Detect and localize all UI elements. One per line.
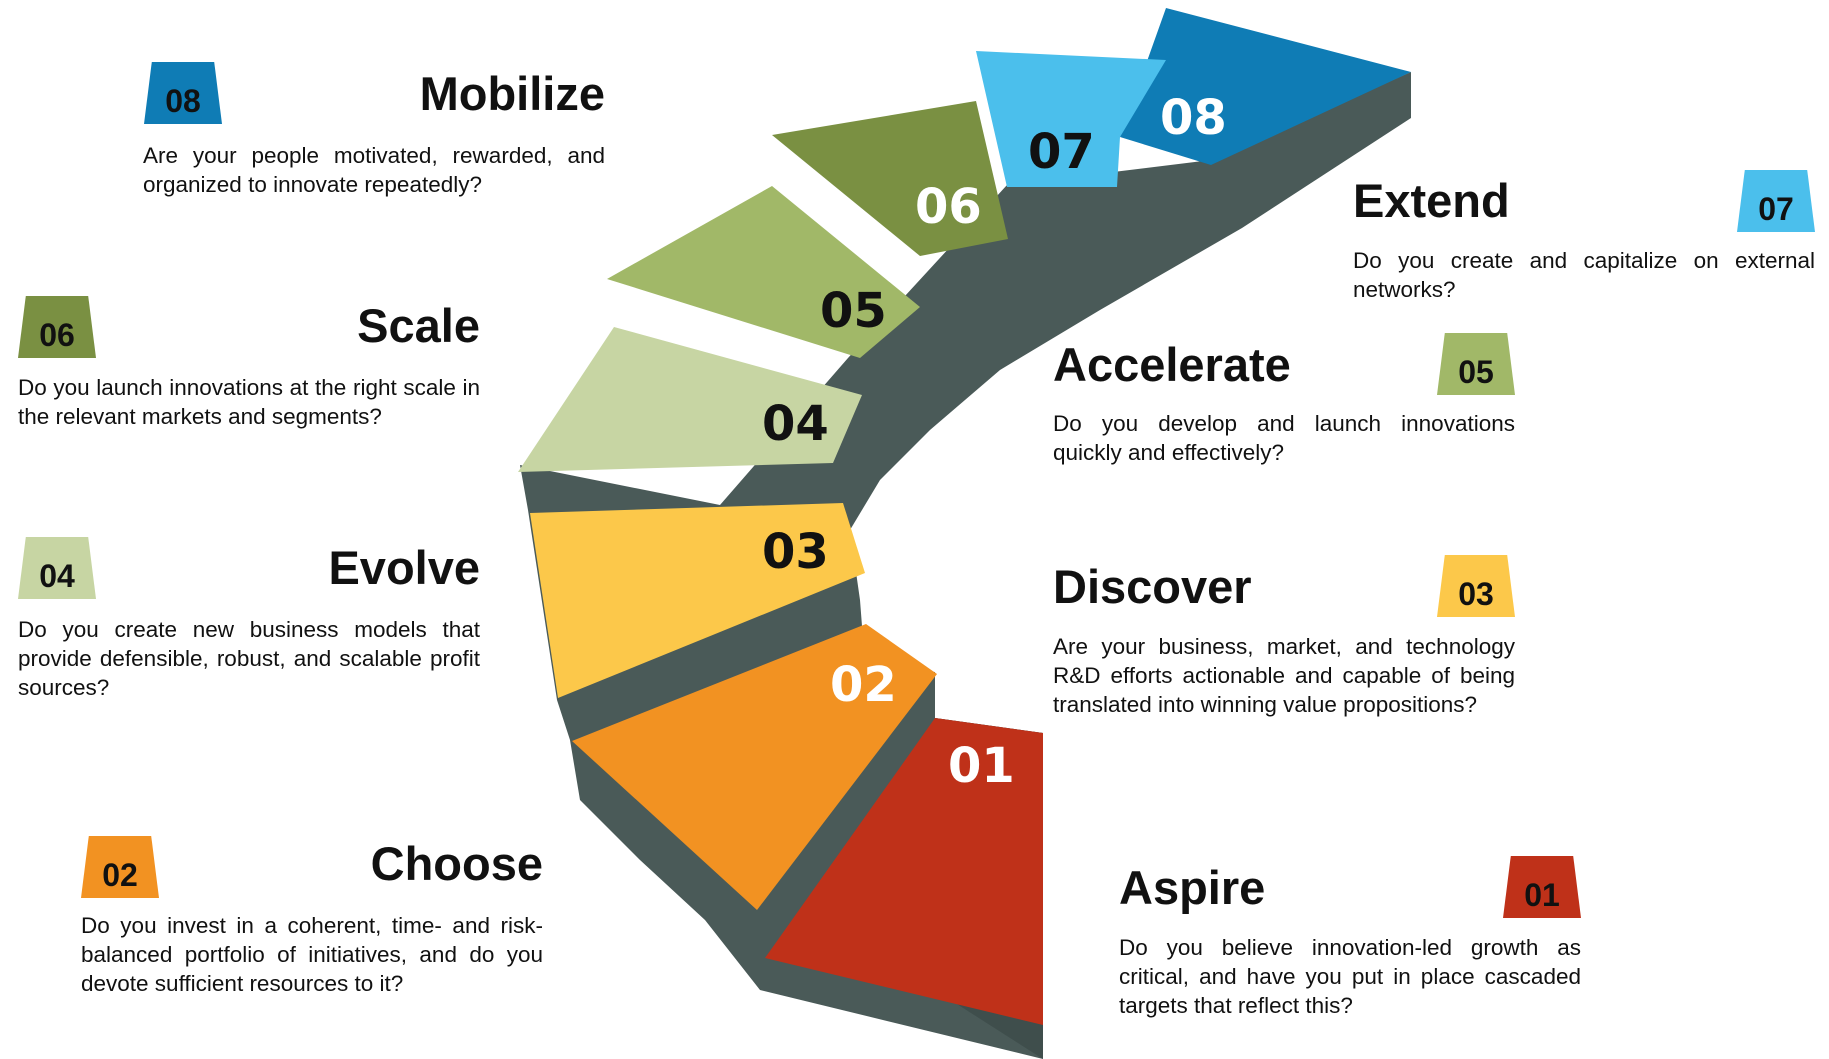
step-05-desc: Do you develop and launch innovations qu…: [1053, 411, 1515, 465]
step-07-number: 07: [1028, 124, 1095, 180]
step-02: 02: [572, 624, 937, 910]
step-05-badge: 05: [1437, 333, 1515, 395]
step-05-number: 05: [820, 283, 887, 339]
step-02-number: 02: [830, 657, 897, 713]
step-07-top: [976, 51, 1166, 187]
step-01-desc: Do you believe innovation-led growth as …: [1119, 935, 1581, 1018]
step-01-number: 01: [948, 738, 1015, 794]
step-03-number: 03: [762, 524, 829, 580]
step-06-title: Scale: [357, 299, 480, 352]
step-03: 03: [530, 503, 865, 698]
step-06-number: 06: [915, 179, 982, 235]
step-08-title: Mobilize: [419, 67, 605, 120]
step-05-title: Accelerate: [1053, 338, 1291, 391]
step-08: 08: [1120, 8, 1411, 165]
step-04-number: 04: [762, 396, 829, 452]
step-02-desc: Do you invest in a coherent, time- and r…: [81, 913, 543, 996]
step-06-badge: 06: [18, 296, 96, 358]
step-08-top: [1120, 8, 1411, 165]
step-01-title: Aspire: [1119, 861, 1266, 914]
step-03-top: [530, 503, 865, 698]
step-07-desc: Do you create and capitalize on external…: [1353, 248, 1815, 302]
step-02-title: Choose: [370, 837, 543, 890]
step-06-desc: Do you launch innovations at the right s…: [18, 375, 480, 429]
step-06-top: [772, 101, 1008, 256]
step-08-number: 08: [1160, 90, 1227, 146]
step-03-title: Discover: [1053, 560, 1252, 613]
step-04-title: Evolve: [328, 541, 480, 594]
step-07-badge: 07: [1737, 170, 1815, 232]
step-07-title: Extend: [1353, 174, 1510, 227]
step-03-badge: 03: [1437, 555, 1515, 617]
step-06: 06: [772, 101, 1008, 256]
step-08-badge: 08: [144, 62, 222, 124]
step-08-desc: Are your people motivated, rewarded, and…: [143, 143, 605, 197]
step-01-top: [765, 718, 1043, 1025]
step-01-badge: 01: [1503, 856, 1581, 918]
step-05-top: [607, 186, 920, 358]
step-04-badge: 04: [18, 537, 96, 599]
step-02-badge: 02: [81, 836, 159, 898]
step-03-desc: Are your business, market, and technolog…: [1053, 634, 1515, 717]
step-04-desc: Do you create new business models that p…: [18, 617, 480, 700]
step-05: 05: [607, 186, 920, 358]
step-04: 04: [518, 327, 862, 472]
step-07: 07: [976, 51, 1166, 187]
step-02-top: [572, 624, 937, 910]
step-04-top: [518, 327, 862, 472]
step-01: 01: [765, 718, 1043, 1025]
